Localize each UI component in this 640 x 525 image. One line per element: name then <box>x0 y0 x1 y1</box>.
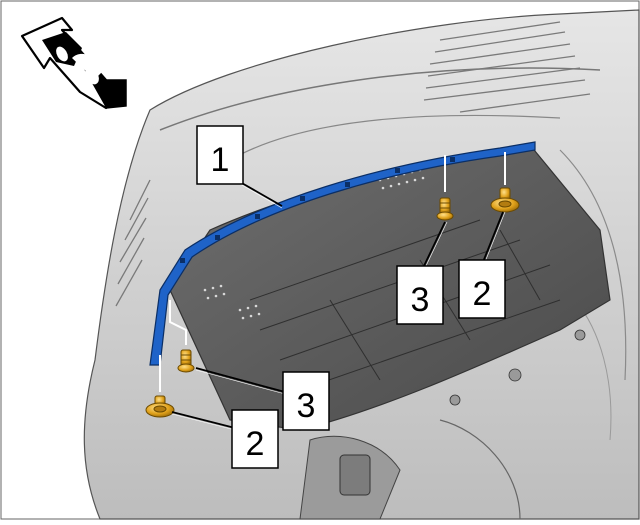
upper-grille <box>423 21 591 113</box>
callout-1: 1 <box>196 125 244 185</box>
trim-strip-part <box>149 141 536 366</box>
callout-2a: 2 <box>458 259 506 319</box>
callout-2b: 2 <box>231 409 279 469</box>
callout-3a: 3 <box>396 265 444 325</box>
callout-1-number: 1 <box>211 141 230 179</box>
bolt-right <box>490 187 520 213</box>
car-front-direction-icon <box>20 16 127 110</box>
callout-2b-number: 2 <box>246 425 265 463</box>
callout-2a-number: 2 <box>473 275 492 313</box>
callout-3a-number: 3 <box>411 281 430 319</box>
screw-right <box>436 197 454 221</box>
leader-lines <box>171 181 504 429</box>
fastener-guides <box>159 152 506 392</box>
callout-3b: 3 <box>282 371 330 431</box>
screw-left <box>177 349 195 373</box>
lower-structure <box>299 419 521 520</box>
callout-3b-number: 3 <box>297 387 316 425</box>
bolt-left <box>145 395 175 418</box>
side-grille <box>115 179 151 307</box>
